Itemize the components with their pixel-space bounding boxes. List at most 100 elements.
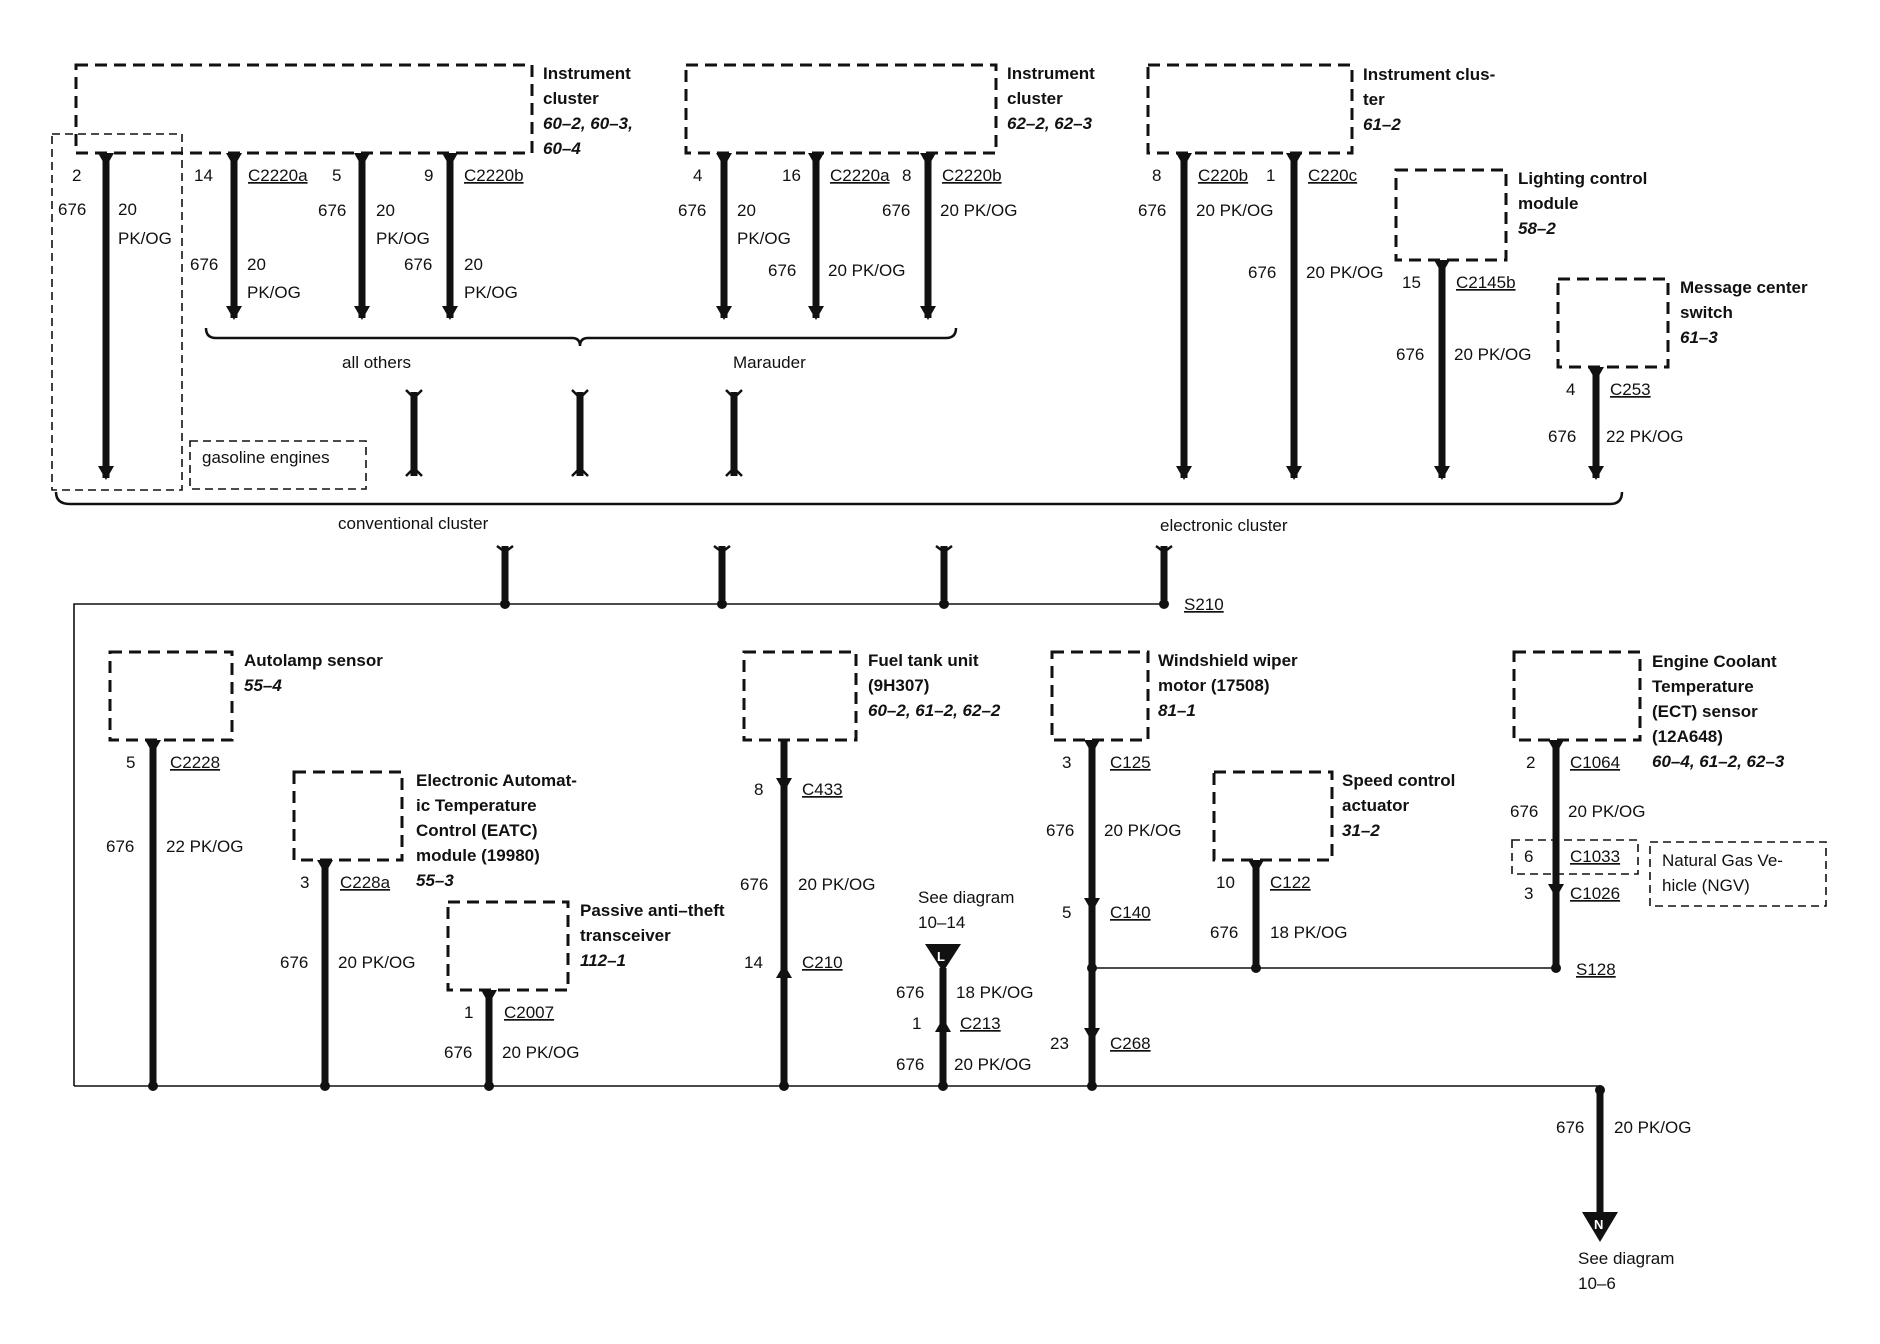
pin-number: 4 [693, 166, 702, 185]
wire-w3: 5 676 20 PK/OG [318, 153, 430, 320]
see-diagram-label: See diagram [1578, 1249, 1674, 1268]
connector-id: C2228 [170, 753, 220, 772]
pin-number: 3 [1524, 884, 1533, 903]
pin-number: 1 [912, 1014, 921, 1033]
component-ect-sensor: Engine Coolant Temperature (ECT) sensor … [1510, 650, 1827, 968]
connector-id: C1026 [1570, 884, 1620, 903]
splice-id: S210 [1184, 595, 1224, 614]
off-page-flag-letter: L [937, 949, 945, 964]
wire-gauge: 20 PK/OG [954, 1055, 1031, 1074]
page-reference: 81–1 [1158, 701, 1196, 720]
off-page-flag-letter: N [1594, 1217, 1603, 1232]
component-eatc-module: Electronic Automat- ic Temperature Contr… [280, 770, 577, 1086]
component-passive-anti-theft-transceiver: Passive anti–theft transceiver 112–1 1 C… [444, 900, 725, 1086]
page-reference: 60–2, 60–3, [543, 114, 633, 133]
connector-id: C2145b [1456, 273, 1516, 292]
gasoline-engines-bracket-box [51, 133, 183, 491]
wire-gauge: 20 PK/OG [1454, 345, 1531, 364]
connector-id: C125 [1110, 753, 1151, 772]
connector-id: C433 [802, 780, 843, 799]
pin-number: 9 [424, 166, 433, 185]
page-reference: 60–2, 61–2, 62–2 [868, 701, 1001, 720]
component-title: ic Temperature [416, 796, 537, 815]
wire-w5: 4 676 20 PK/OG [678, 153, 791, 320]
stub-wires-to-s210 [496, 545, 1173, 600]
component-title: Fuel tank unit [868, 651, 979, 670]
component-title: switch [1680, 303, 1733, 322]
pin-number: 5 [332, 166, 341, 185]
variant-label: hicle (NGV) [1662, 876, 1750, 895]
component-speed-control-actuator: Speed control actuator 31–2 10 C122 676 … [1210, 770, 1455, 966]
connector-id: C253 [1610, 380, 1651, 399]
wire-gauge: 20 [247, 255, 266, 274]
connector-id: C220c [1308, 166, 1358, 185]
pin-number: 1 [464, 1003, 473, 1022]
component-windshield-wiper-motor: Windshield wiper motor (17508) 81–1 3 C1… [1046, 650, 1298, 1086]
variant-label: electronic cluster [1160, 516, 1288, 535]
wire-gauge: 20 [737, 201, 756, 220]
wire-gauge: 20 PK/OG [1568, 802, 1645, 821]
page-reference: 60–4 [543, 139, 581, 158]
wire-gauge: 20 PK/OG [798, 875, 875, 894]
wire-gauge: 20 PK/OG [338, 953, 415, 972]
see-diagram-page: 10–14 [918, 913, 965, 932]
circuit-number: 676 [740, 875, 768, 894]
component-title: (9H307) [868, 676, 929, 695]
circuit-number: 676 [1210, 923, 1238, 942]
component-title: Passive anti–theft [580, 901, 725, 920]
pin-number: 23 [1050, 1034, 1069, 1053]
stub-wires-middle [405, 389, 743, 477]
wire-w4: 9 C2220b 676 20 PK/OG [404, 153, 524, 320]
off-page-connector-flag [925, 944, 961, 972]
pin-number: 5 [126, 753, 135, 772]
splice-bus-s128: S128 [1087, 960, 1616, 979]
component-title: Instrument clus- [1363, 65, 1495, 84]
page-reference: 61–3 [1680, 328, 1718, 347]
pin-number: 6 [1524, 847, 1533, 866]
component-title: Speed control [1342, 771, 1455, 790]
wire-gauge: 20 PK/OG [1104, 821, 1181, 840]
component-title: Engine Coolant [1652, 652, 1777, 671]
wire-w2: 14 C2220a 676 20 PK/OG [190, 153, 308, 320]
reference-see-diagram-10-14: See diagram 10–14 L 676 18 PK/OG 1 C213 … [896, 888, 1033, 1086]
pin-number: 4 [1566, 380, 1575, 399]
component-title: Message center [1680, 278, 1808, 297]
pin-number: 16 [782, 166, 801, 185]
connector-id: C210 [802, 953, 843, 972]
gasoline-engines-label-box: gasoline engines [189, 440, 367, 490]
wire-gauge: 20 [376, 201, 395, 220]
wire-gauge: 20 [464, 255, 483, 274]
variant-label: gasoline engines [202, 448, 330, 467]
circuit-number: 676 [190, 255, 218, 274]
page-reference: 58–2 [1518, 219, 1556, 238]
connector-id: C2007 [504, 1003, 554, 1022]
pin-number: 2 [1526, 753, 1535, 772]
circuit-number: 676 [882, 201, 910, 220]
component-message-center-switch: Message center switch 61–3 [1556, 277, 1808, 369]
component-instrument-cluster-3: Instrument clus- ter 61–2 [1146, 63, 1495, 155]
wire-w9: 1 C220c 676 20 PK/OG [1248, 153, 1383, 480]
component-title: Instrument [543, 64, 631, 83]
connector-id: C213 [960, 1014, 1001, 1033]
variant-label: Marauder [733, 353, 806, 372]
component-title: Instrument [1007, 64, 1095, 83]
connector-id: C140 [1110, 903, 1151, 922]
component-title: cluster [543, 89, 599, 108]
page-reference: 55–4 [244, 676, 282, 695]
component-title: Lighting control [1518, 169, 1647, 188]
pin-number: 8 [902, 166, 911, 185]
brace-cluster-type: conventional cluster electronic cluster [54, 491, 1624, 535]
wire-color: PK/OG [376, 229, 430, 248]
circuit-number: 676 [280, 953, 308, 972]
page-reference: 61–2 [1363, 115, 1401, 134]
splice-bus-s210: S210 [73, 595, 1224, 1086]
pin-number: 15 [1402, 273, 1421, 292]
circuit-number: 676 [896, 1055, 924, 1074]
wire-gauge: 22 PK/OG [166, 837, 243, 856]
pin-number: 3 [1062, 753, 1071, 772]
component-title: module [1518, 194, 1578, 213]
wire-gauge: 20 PK/OG [1614, 1118, 1691, 1137]
connector-id: C2220a [248, 166, 308, 185]
circuit-number: 676 [678, 201, 706, 220]
